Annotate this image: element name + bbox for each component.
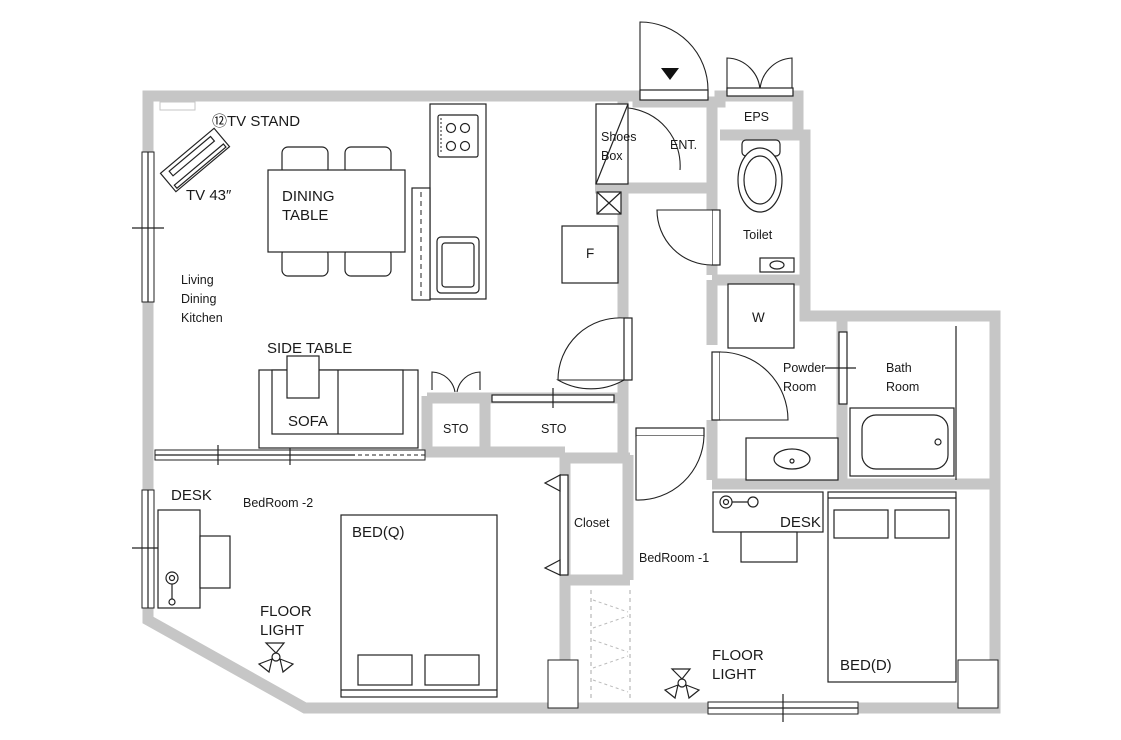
sto-left-label: STO <box>443 422 469 436</box>
closet-doors[interactable] <box>543 474 569 576</box>
bed-q-label: BED(Q) <box>352 524 405 541</box>
desk-left-label: DESK <box>171 487 212 504</box>
floor-light-right-label-2: LIGHT <box>712 666 756 683</box>
fridge-label: F <box>586 246 594 261</box>
sto-left-doors[interactable] <box>431 371 481 393</box>
dining-table <box>267 146 406 277</box>
bath-room-label-1: Bath <box>886 361 912 375</box>
tv-stand-label: ⑫TV STAND <box>212 113 300 130</box>
eps-doors[interactable] <box>726 57 794 97</box>
tv-stand <box>159 127 231 193</box>
ldk-label-2: Dining <box>181 292 216 306</box>
powder-door[interactable] <box>711 351 789 421</box>
washer <box>727 283 795 349</box>
windows <box>132 101 999 722</box>
desk-left <box>157 509 231 609</box>
toilet-label: Toilet <box>743 228 773 242</box>
washer-label: W <box>752 310 765 325</box>
floor-light-right-icon <box>663 668 701 700</box>
floor-light-left-label-1: FLOOR <box>260 603 312 620</box>
bath-room-label-2: Room <box>886 380 919 394</box>
floor-light-left-label-2: LIGHT <box>260 622 304 639</box>
sofa <box>258 355 419 449</box>
sliding-door-ldk[interactable] <box>154 445 426 465</box>
closet-label: Closet <box>574 516 610 530</box>
desk-right <box>712 491 824 563</box>
bed-d-label: BED(D) <box>840 657 892 674</box>
bed-q <box>340 514 498 698</box>
bedroom1-label: BedRoom -1 <box>639 551 709 565</box>
fridge <box>561 225 619 284</box>
shoes-box <box>595 103 681 185</box>
bed-d <box>827 491 957 683</box>
shoes-box-label-2: Box <box>601 149 623 163</box>
bathtub <box>849 407 955 477</box>
toilet-door[interactable] <box>656 209 721 266</box>
entrance-label: ENT. <box>670 138 697 152</box>
eps-label: EPS <box>744 110 769 124</box>
bedroom1-door[interactable] <box>635 427 705 501</box>
powder-room-label-1: Powder <box>783 361 825 375</box>
ldk-label-3: Kitchen <box>181 311 223 325</box>
bath-sliding-door[interactable] <box>825 331 856 405</box>
sofa-label: SOFA <box>288 413 328 430</box>
powder-room-label-2: Room <box>783 380 816 394</box>
floor-light-right-label-1: FLOOR <box>712 647 764 664</box>
vent-icon <box>596 191 622 215</box>
ldk-door[interactable] <box>555 317 633 390</box>
desk-right-label: DESK <box>780 514 821 531</box>
shoes-box-label-1: Shoes <box>601 130 636 144</box>
side-table-label: SIDE TABLE <box>267 340 352 357</box>
bedroom2-label: BedRoom -2 <box>243 496 313 510</box>
floor-light-left-icon <box>257 642 295 674</box>
washbasin <box>745 437 839 481</box>
dining-table-label-1: DINING <box>282 188 335 205</box>
sto-right-label: STO <box>541 422 567 436</box>
kitchen-counter <box>411 103 487 301</box>
closet-hanger <box>590 590 631 700</box>
entrance-door[interactable] <box>639 21 709 101</box>
dining-table-label-2: TABLE <box>282 207 328 224</box>
toilet-fixture <box>737 139 795 273</box>
sto-right-door[interactable] <box>491 388 615 408</box>
tv-label: TV 43″ <box>186 187 232 204</box>
ldk-label-1: Living <box>181 273 214 287</box>
